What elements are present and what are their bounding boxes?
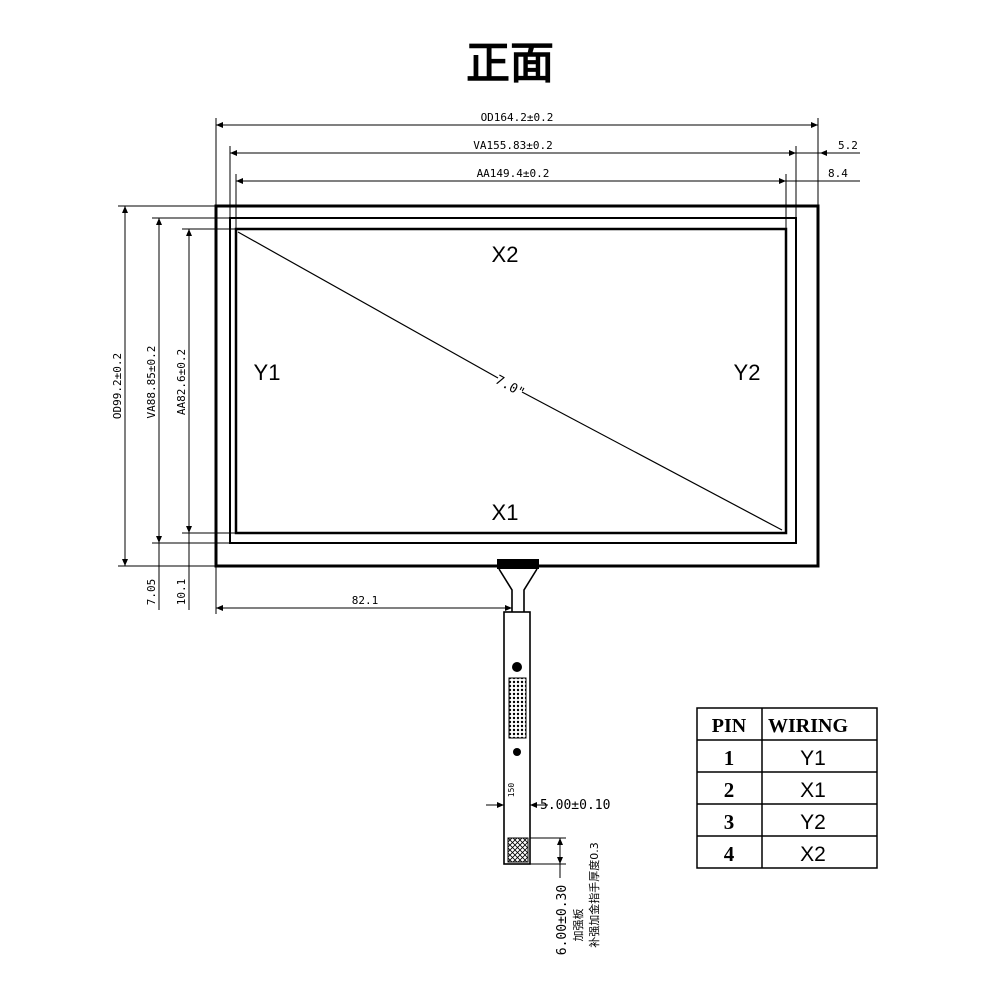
tail-gold-finger [507,837,529,863]
pin-table-header-pin: PIN [712,715,747,737]
dim-right-aa-offset: 8.4 [828,167,848,180]
tail-dot-mark [513,748,521,756]
active-area-aa [234,227,788,535]
dim-tail-width: 5.00±0.10 [540,798,610,813]
pin-table-cell-wiring: Y1 [800,747,826,770]
electrode-label-y1: Y1 [254,360,281,385]
dim-tail-length: 6.00±0.30 [555,885,570,955]
electrode-label-y2: Y2 [734,360,761,385]
pin-table-cell-wiring: Y2 [800,811,826,834]
pin-table-cell-pin: 2 [724,778,735,802]
tail-connector-bar [497,559,539,569]
pin-table-cell-pin: 3 [724,810,735,834]
dim-va-height: VA88.85±0.2 [145,346,158,419]
pin-table-cell-wiring: X1 [800,779,826,802]
viewing-area-va [229,217,797,544]
tail-stiffener-pattern [508,677,527,739]
pin-table: PIN WIRING 1 Y1 2 X1 3 Y2 4 X2 [696,707,878,869]
note-gold-finger: 补强加金指手厚度0.3 [587,842,601,948]
pin-table-header-wiring: WIRING [768,715,848,737]
tail-body [503,611,531,865]
pin-table-cell-pin: 4 [724,842,735,866]
diagonal-size-label: 7.0" [492,373,527,401]
dim-bottom-aa-offset: 10.1 [175,579,188,606]
pin-table-cell-pin: 1 [724,746,735,770]
dim-va-width: VA155.83±0.2 [473,139,552,152]
diagonal-line-upper [237,231,499,379]
note-stiffener: 加强板 [571,909,585,942]
dim-od-height: OD99.2±0.2 [111,353,124,419]
dim-tail-position: 82.1 [352,594,379,607]
tail-hole-mark [512,662,522,672]
dim-aa-width: AA149.4±0.2 [477,167,550,180]
electrode-label-x1: X1 [492,500,519,525]
dim-aa-height: AA82.6±0.2 [175,349,188,415]
page-title: 正面 [466,38,554,89]
pin-table-cell-wiring: X2 [800,843,826,866]
diagonal-line-lower [521,391,783,531]
dim-od-width: OD164.2±0.2 [481,111,554,124]
tail-neck [498,568,538,612]
dim-right-va-offset: 5.2 [838,139,858,152]
dim-bottom-va-offset: 7.05 [145,579,158,606]
electrode-label-x2: X2 [492,242,519,267]
tail-mark-label: 150 [507,783,516,798]
